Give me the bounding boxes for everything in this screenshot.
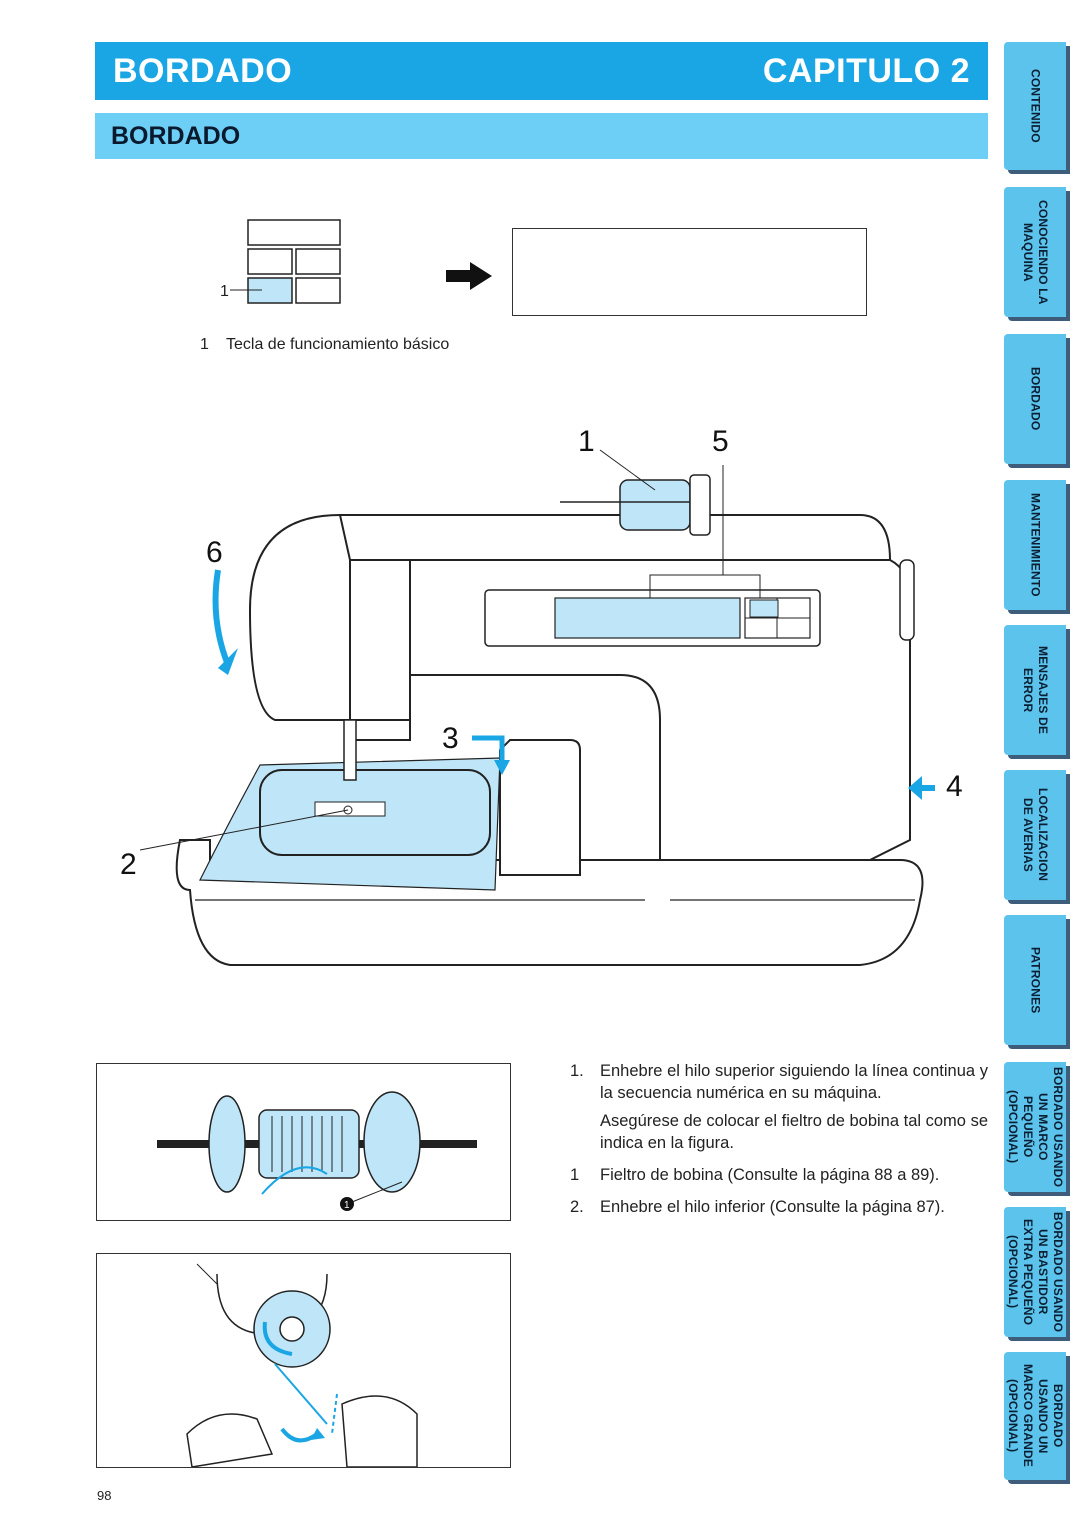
tab-bordado-marco-pequeno[interactable]: BORDADO USANDO UN MARCO PEQUEÑO (OPCIONA…: [1004, 1062, 1066, 1192]
sub-item-1: 1 Fieltro de bobina (Consulte la página …: [570, 1164, 988, 1186]
spool-svg: 1: [157, 1091, 477, 1211]
tab-label: CONTENIDO: [1028, 69, 1043, 143]
tab-mantenimiento[interactable]: MANTENIMIENTO: [1004, 480, 1066, 610]
tab-label: BORDADO USANDO UN MARCO GRANDE (OPCIONAL…: [1006, 1364, 1065, 1468]
step-1: 1. Enhebre el hilo superior siguiendo la…: [570, 1060, 988, 1104]
arrow-down-icon: [218, 648, 238, 675]
tab-localizacion-de-averias[interactable]: LOCALIZACION DE AVERIAS: [1004, 770, 1066, 900]
spool-felt-illustration: 1: [96, 1063, 511, 1221]
callout-3: 3: [442, 722, 459, 755]
header-title: BORDADO: [113, 51, 293, 90]
tab-label: BORDADO: [1028, 367, 1043, 431]
tab-label: CONOCIENDO LA MAQUINA: [1021, 199, 1050, 305]
callout-4: 4: [946, 770, 963, 803]
tab-label: LOCALIZACION DE AVERIAS: [1021, 788, 1050, 882]
tab-mensajes-de-error[interactable]: MENSAJES DE ERROR: [1004, 625, 1066, 755]
tab-bordado-marco-grande[interactable]: BORDADO USANDO UN MARCO GRANDE (OPCIONAL…: [1004, 1352, 1066, 1480]
callout-1: 1: [578, 425, 595, 458]
callout-2: 2: [120, 848, 137, 881]
step-2-number: 2.: [570, 1198, 584, 1216]
sewing-machine-illustration: [100, 420, 960, 985]
tab-patrones[interactable]: PATRONES: [1004, 915, 1066, 1045]
chapter-number: CAPITULO 2: [762, 51, 970, 90]
lcd-display-box: [512, 228, 867, 316]
machine-svg: [139, 449, 935, 966]
tab-label: BORDADO USANDO UN MARCO PEQUEÑO (OPCIONA…: [1006, 1066, 1065, 1188]
caption-text: Tecla de funcionamiento básico: [226, 336, 450, 353]
step-2-text: Enhebre el hilo inferior (Consulte la pá…: [600, 1198, 945, 1216]
tab-bordado-bastidor-extra-pequeno[interactable]: BORDADO USANDO UN BASTIDOR EXTRA PEQUEÑO…: [1004, 1207, 1066, 1337]
step-2: 2. Enhebre el hilo inferior (Consulte la…: [570, 1196, 988, 1218]
instructions: 1. Enhebre el hilo superior siguiendo la…: [570, 1060, 988, 1224]
sub-item-1-number: 1: [570, 1166, 580, 1184]
right-arrow-icon: [446, 262, 492, 290]
step-1-text: Enhebre el hilo superior siguiendo la lí…: [600, 1062, 988, 1102]
tab-label: MENSAJES DE ERROR: [1021, 645, 1050, 735]
felt-marker-icon: [340, 1197, 354, 1211]
key-panel-svg: 1: [220, 219, 492, 304]
tab-bordado[interactable]: BORDADO: [1004, 334, 1066, 464]
tab-label: PATRONES: [1028, 946, 1043, 1014]
section-title: BORDADO: [111, 121, 241, 150]
tab-label: BORDADO USANDO UN BASTIDOR EXTRA PEQUEÑO…: [1006, 1211, 1065, 1333]
caption-number: 1: [200, 336, 209, 353]
key-caption: 1 Tecla de funcionamiento básico: [200, 336, 449, 354]
callout-5: 5: [712, 425, 729, 458]
key-marker: 1: [220, 283, 229, 300]
tab-label: MANTENIMIENTO: [1028, 493, 1043, 597]
section-heading: BORDADO: [95, 113, 988, 159]
step-1-note: Asegúrese de colocar el fieltro de bobin…: [600, 1112, 988, 1152]
bobbin-threading-illustration: [96, 1253, 511, 1468]
page-number: 98: [97, 1488, 112, 1503]
callout-6: 6: [206, 536, 223, 569]
spool-marker: 1: [344, 1200, 350, 1211]
bobbin-svg: [186, 1263, 418, 1467]
tab-contenido[interactable]: CONTENIDO: [1004, 42, 1066, 170]
sub-item-1-text: Fieltro de bobina (Consulte la página 88…: [600, 1166, 940, 1184]
tab-conociendo-la-maquina[interactable]: CONOCIENDO LA MAQUINA: [1004, 187, 1066, 317]
chapter-header: BORDADO CAPITULO 2: [95, 42, 988, 100]
key-panel-diagram: 1: [200, 210, 500, 325]
step-1-number: 1.: [570, 1062, 584, 1080]
